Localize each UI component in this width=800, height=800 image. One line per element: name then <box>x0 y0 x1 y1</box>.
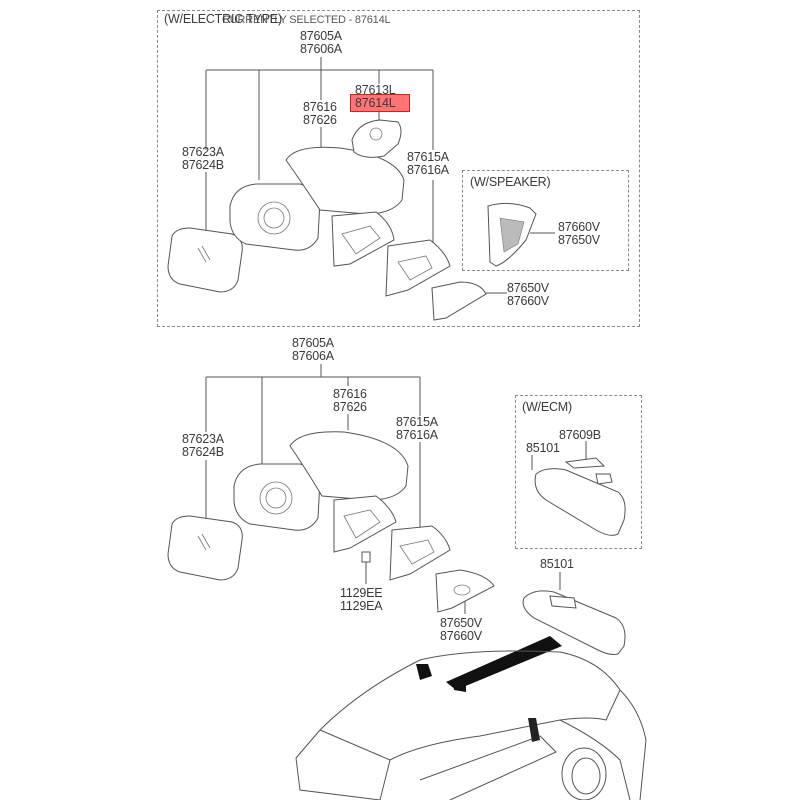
part-label-87626[interactable]: 87626 <box>303 113 337 127</box>
part-label-87660v-lower[interactable]: 87660V <box>440 629 482 643</box>
part-label-87614l-selected[interactable]: 87614L <box>355 96 396 110</box>
part-label-1129ee[interactable]: 1129EE <box>340 586 383 600</box>
part-label-87626-lower[interactable]: 87626 <box>333 400 367 414</box>
part-label-87613l[interactable]: 87613L <box>355 83 396 97</box>
part-label-87609b[interactable]: 87609B <box>559 428 601 442</box>
part-label-87624b-lower[interactable]: 87624B <box>182 445 224 459</box>
part-label-87616-lower[interactable]: 87616 <box>333 387 367 401</box>
selected-part-highlight[interactable] <box>350 94 410 112</box>
part-label-85101-inside[interactable]: 85101 <box>540 557 574 571</box>
group-label-electric-type: (W/ELECTRIC TYPE) <box>164 12 282 26</box>
speaker-frame <box>462 170 629 271</box>
inside-mirror <box>522 590 626 655</box>
part-label-1129ea[interactable]: 1129EA <box>340 599 383 613</box>
lower-housing-plate <box>333 495 397 553</box>
part-label-87606a-lower[interactable]: 87606A <box>292 349 334 363</box>
part-label-87624b[interactable]: 87624B <box>182 158 224 172</box>
part-label-87616[interactable]: 87616 <box>303 100 337 114</box>
part-label-87650v-lower[interactable]: 87650V <box>440 616 482 630</box>
vehicle-outline <box>295 650 647 800</box>
part-label-87615a-lower[interactable]: 87615A <box>396 415 438 429</box>
upper-garnish <box>431 281 487 321</box>
ecm-frame <box>515 395 642 549</box>
selection-caption: CURRENTLY SELECTED - 87614L <box>222 14 391 26</box>
part-label-87606a[interactable]: 87606A <box>300 42 342 56</box>
lower-leader-lines <box>205 364 587 614</box>
part-label-87623a[interactable]: 87623A <box>182 145 224 159</box>
upper-housing-plate <box>331 211 395 267</box>
part-label-87616a-lower[interactable]: 87616A <box>396 428 438 442</box>
part-label-87650v-speaker[interactable]: 87650V <box>558 233 600 247</box>
upper-leader-lines <box>205 57 555 294</box>
electric-type-frame <box>157 10 640 327</box>
part-label-85101-ecm[interactable]: 85101 <box>526 441 560 455</box>
ecm-box-label: (W/ECM) <box>522 400 572 414</box>
location-pointer <box>446 636 562 690</box>
ecm-mirror <box>534 468 626 536</box>
part-label-87660v-upper[interactable]: 87660V <box>507 294 549 308</box>
part-label-87605a[interactable]: 87605A <box>300 29 342 43</box>
part-label-87605a-lower[interactable]: 87605A <box>292 336 334 350</box>
upper-lamp <box>351 119 402 158</box>
part-label-87616a[interactable]: 87616A <box>407 163 449 177</box>
upper-housing-bracket <box>385 239 451 297</box>
upper-mirror-body <box>229 183 321 251</box>
part-label-87623a-lower[interactable]: 87623A <box>182 432 224 446</box>
screw <box>361 551 371 563</box>
part-label-87615a[interactable]: 87615A <box>407 150 449 164</box>
ecm-bracket <box>564 457 606 469</box>
lower-garnish <box>435 569 495 613</box>
speaker-box-label: (W/SPEAKER) <box>470 175 551 189</box>
lower-mirror-body <box>233 463 321 531</box>
part-label-87660v-speaker[interactable]: 87660V <box>558 220 600 234</box>
part-label-87650v-upper[interactable]: 87650V <box>507 281 549 295</box>
lower-housing-bracket <box>389 525 451 581</box>
